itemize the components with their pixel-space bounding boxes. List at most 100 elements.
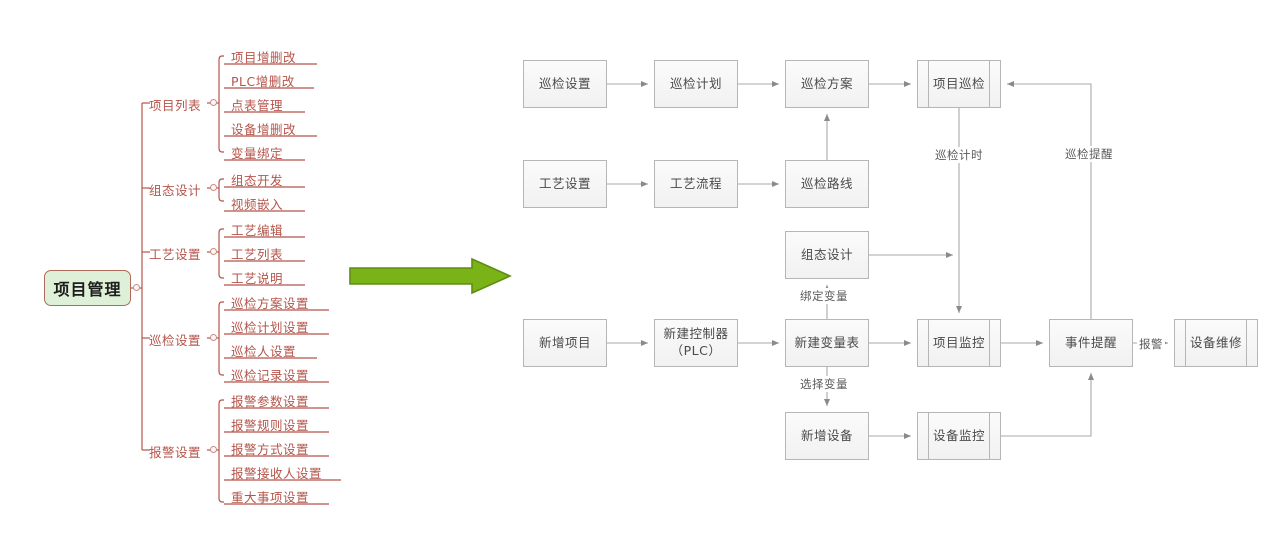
node-label: 新增设备 [800, 427, 853, 443]
subprocess-bar-right [989, 61, 990, 107]
mindmap-branch-collapse-icon-4[interactable] [210, 446, 217, 453]
leaf-label: 工艺说明 [231, 271, 284, 286]
leaf-label: 报警接收人设置 [231, 466, 323, 481]
leaf-label: 项目增删改 [231, 50, 297, 65]
leaf-label: 视频嵌入 [231, 197, 284, 212]
mindmap-leaf[interactable]: 项目增删改 [231, 47, 296, 66]
flow-node-工艺设置[interactable]: 工艺设置 [523, 160, 607, 208]
mindmap-leaf[interactable]: 报警接收人设置 [231, 463, 322, 482]
branch-label: 组态设计 [149, 183, 202, 198]
mindmap-branch-组态设计[interactable]: 组态设计 [149, 180, 201, 199]
flow-node-事件提醒[interactable]: 事件提醒 [1049, 319, 1133, 367]
subprocess-bar-right [1246, 320, 1247, 366]
mindmap-leaf[interactable]: 巡检计划设置 [231, 317, 309, 336]
mindmap-root-collapse-icon[interactable] [133, 284, 140, 291]
flow-node-设备维修[interactable]: 设备维修 [1174, 319, 1258, 367]
edge-label-巡检计时: 巡检计时 [933, 147, 985, 163]
flow-node-项目监控[interactable]: 项目监控 [917, 319, 1001, 367]
leaf-label: 点表管理 [231, 98, 284, 113]
flow-node-设备监控[interactable]: 设备监控 [917, 412, 1001, 460]
subprocess-bar-left [928, 320, 929, 366]
subprocess-bar-left [928, 413, 929, 459]
mindmap-branch-报警设置[interactable]: 报警设置 [149, 442, 201, 461]
node-label: 新增项目 [538, 334, 591, 350]
subprocess-bar-left [1185, 320, 1186, 366]
mindmap-leaf[interactable]: PLC增删改 [231, 71, 295, 90]
mindmap-leaf[interactable]: 变量绑定 [231, 143, 283, 162]
subprocess-bar-right [989, 320, 990, 366]
mindmap-branch-工艺设置[interactable]: 工艺设置 [149, 244, 201, 263]
flow-node-巡检设置[interactable]: 巡检设置 [523, 60, 607, 108]
edge-label-巡检提醒: 巡检提醒 [1063, 146, 1115, 162]
leaf-label: 变量绑定 [231, 146, 284, 161]
mindmap-branch-collapse-icon-3[interactable] [210, 334, 217, 341]
node-label: 组态设计 [800, 246, 853, 262]
flow-node-巡检方案[interactable]: 巡检方案 [785, 60, 869, 108]
flow-node-项目巡检[interactable]: 项目巡检 [917, 60, 1001, 108]
node-label: 新建变量表 [794, 334, 860, 350]
leaf-label: 巡检方案设置 [231, 296, 310, 311]
subprocess-bar-right [989, 413, 990, 459]
mindmap-leaf[interactable]: 报警规则设置 [231, 415, 309, 434]
leaf-label: 工艺列表 [231, 247, 284, 262]
mindmap-leaf[interactable]: 巡检方案设置 [231, 293, 309, 312]
node-label: 设备监控 [932, 427, 985, 443]
flow-node-工艺流程[interactable]: 工艺流程 [654, 160, 738, 208]
mindmap-leaf[interactable]: 视频嵌入 [231, 194, 283, 213]
node-label: 事件提醒 [1064, 334, 1117, 350]
mindmap-branch-collapse-icon-1[interactable] [210, 184, 217, 191]
green-transition-arrow-icon [349, 257, 512, 295]
flow-node-新增设备[interactable]: 新增设备 [785, 412, 869, 460]
mindmap-root-label: 项目管理 [53, 280, 122, 299]
mindmap-leaf[interactable]: 巡检记录设置 [231, 365, 309, 384]
node-label: 巡检设置 [538, 75, 591, 91]
node-label: 巡检计划 [669, 75, 722, 91]
mindmap-leaf[interactable]: 报警参数设置 [231, 391, 309, 410]
leaf-label: 报警参数设置 [231, 394, 310, 409]
node-label: 工艺流程 [669, 175, 722, 191]
mindmap-leaf[interactable]: 点表管理 [231, 95, 283, 114]
edge-label-绑定变量: 绑定变量 [798, 288, 850, 304]
mindmap-leaf[interactable]: 报警方式设置 [231, 439, 309, 458]
edge-label-选择变量: 选择变量 [798, 376, 850, 392]
mindmap-leaf[interactable]: 重大事项设置 [231, 487, 309, 506]
mindmap-leaf[interactable]: 工艺编辑 [231, 220, 283, 239]
leaf-label: PLC增删改 [231, 74, 295, 89]
flow-node-组态设计[interactable]: 组态设计 [785, 231, 869, 279]
branch-label: 工艺设置 [149, 247, 202, 262]
mindmap-leaf[interactable]: 巡检人设置 [231, 341, 296, 360]
mindmap-leaf[interactable]: 工艺列表 [231, 244, 283, 263]
branch-label: 项目列表 [149, 98, 202, 113]
leaf-label: 巡检人设置 [231, 344, 297, 359]
flow-node-新建变量表[interactable]: 新建变量表 [785, 319, 869, 367]
flow-node-巡检计划[interactable]: 巡检计划 [654, 60, 738, 108]
node-label: 巡检方案 [800, 75, 853, 91]
mindmap-leaf[interactable]: 组态开发 [231, 170, 283, 189]
flow-node-新增项目[interactable]: 新增项目 [523, 319, 607, 367]
mindmap-root-node[interactable]: 项目管理 [44, 270, 131, 306]
leaf-label: 设备增删改 [231, 122, 297, 137]
flow-node-巡检路线[interactable]: 巡检路线 [785, 160, 869, 208]
mindmap-branch-巡检设置[interactable]: 巡检设置 [149, 330, 201, 349]
mindmap-branch-项目列表[interactable]: 项目列表 [149, 95, 201, 114]
leaf-label: 巡检记录设置 [231, 368, 310, 383]
mindmap-branch-collapse-icon-0[interactable] [210, 99, 217, 106]
leaf-label: 重大事项设置 [231, 490, 310, 505]
edge-label-报警: 报警 [1137, 336, 1165, 352]
flow-node-新建控制器PLC[interactable]: 新建控制器 （PLC） [654, 319, 738, 367]
node-label: 新建控制器 （PLC） [663, 326, 729, 358]
subprocess-bar-left [928, 61, 929, 107]
mindmap-leaf[interactable]: 工艺说明 [231, 268, 283, 287]
branch-label: 报警设置 [149, 445, 202, 460]
mindmap-leaf[interactable]: 设备增删改 [231, 119, 296, 138]
leaf-label: 报警方式设置 [231, 442, 310, 457]
leaf-label: 工艺编辑 [231, 223, 284, 238]
mindmap-branch-collapse-icon-2[interactable] [210, 248, 217, 255]
leaf-label: 报警规则设置 [231, 418, 310, 433]
branch-label: 巡检设置 [149, 333, 202, 348]
node-label: 项目监控 [932, 334, 985, 350]
node-label: 巡检路线 [800, 175, 853, 191]
node-label: 设备维修 [1189, 334, 1242, 350]
